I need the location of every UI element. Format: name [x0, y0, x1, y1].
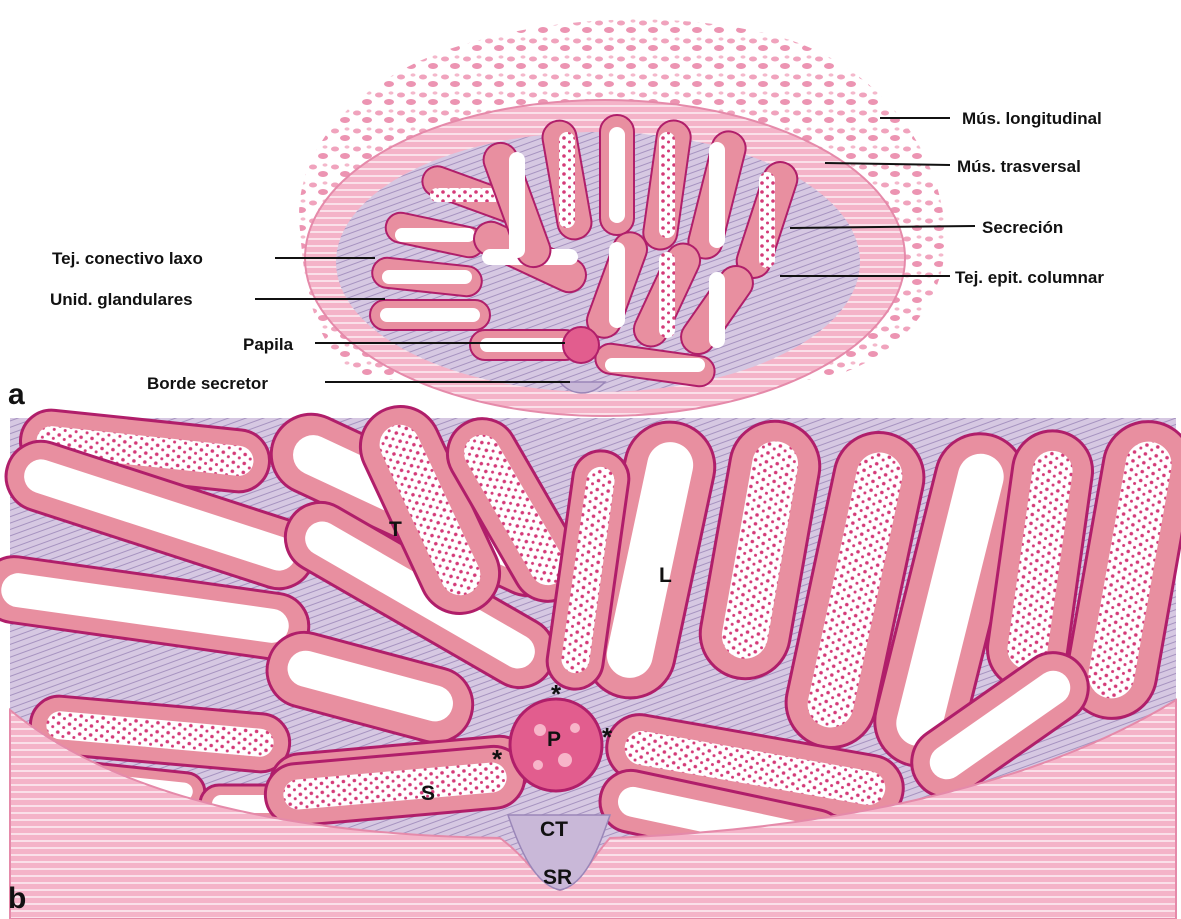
label-tej-conectivo-laxo: Tej. conectivo laxo — [52, 249, 203, 268]
code-SR: SR — [543, 866, 572, 889]
code-P: P — [547, 728, 561, 751]
label-mus-trasversal: Mús. trasversal — [957, 157, 1081, 176]
code-CT: CT — [540, 818, 568, 841]
code-S: S — [421, 782, 435, 805]
label-secrecion: Secreción — [982, 218, 1063, 237]
code-T: T — [389, 518, 402, 541]
panel-a: Mús. longitudinal Mús. trasversal Secrec… — [8, 19, 1104, 416]
label-unid-glandulares: Unid. glandulares — [50, 290, 193, 309]
star-marker-right: * — [602, 722, 613, 752]
label-borde-secretor: Borde secretor — [147, 374, 268, 393]
label-tej-epit-columnar: Tej. epit. columnar — [955, 268, 1104, 287]
panel-b: T L P S CT SR * * * b — [0, 393, 1181, 919]
label-papila: Papila — [243, 335, 294, 354]
panel-letter-a: a — [8, 378, 25, 411]
label-mus-longitudinal: Mús. longitudinal — [962, 109, 1102, 128]
code-L: L — [659, 564, 672, 587]
star-marker-left: * — [492, 744, 503, 774]
star-marker-top: * — [551, 679, 562, 709]
panel-letter-b: b — [8, 882, 26, 915]
papilla-a — [563, 327, 599, 363]
